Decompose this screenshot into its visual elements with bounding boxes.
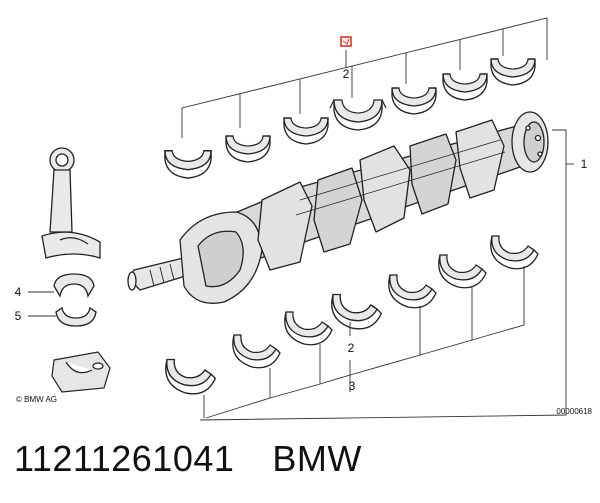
- lower-bearing-bracket: [203, 266, 525, 419]
- callout-2-top: 2: [343, 67, 350, 81]
- part-caption: 11211261041 BMW: [14, 438, 362, 480]
- callout-1: 1: [581, 157, 588, 171]
- connecting-rod: [41, 147, 101, 259]
- figure-number: 00000618: [556, 407, 592, 416]
- rod-bearing-shells: [28, 273, 97, 327]
- copyright-text: © BMW AG: [16, 395, 57, 404]
- callout-5: 5: [15, 309, 22, 323]
- callout-3: 3: [349, 379, 356, 393]
- crankshaft-parts-diagram: 2 1: [15, 17, 593, 421]
- part-number: 11211261041: [14, 438, 235, 479]
- callout-2-bottom: 2: [348, 341, 355, 355]
- crankshaft-bracket: [199, 129, 574, 421]
- callout-4: 4: [15, 285, 22, 299]
- marker-icon: [340, 36, 352, 47]
- upper-bearing-bracket: [181, 17, 548, 138]
- crankshaft: [127, 111, 549, 304]
- bearing-cap: [51, 351, 111, 393]
- brand-name: BMW: [272, 438, 362, 479]
